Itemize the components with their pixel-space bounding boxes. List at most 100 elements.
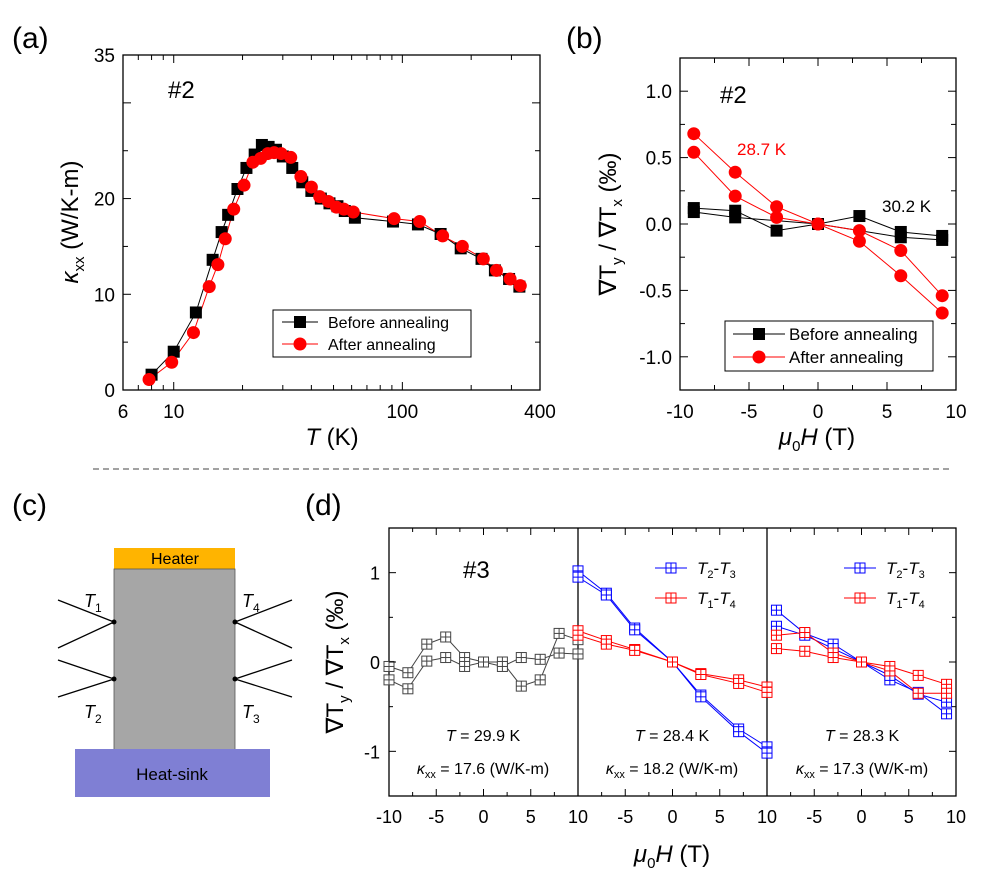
data-point [894,269,908,283]
data-point [935,289,949,303]
data-point [852,234,866,248]
legend-t2-t3: T2-T3 [697,559,736,581]
data-point [534,653,546,665]
data-point [761,747,773,759]
legend-label-before: Before annealing [789,325,918,344]
data-point [206,253,219,266]
data-point [799,645,811,657]
panel-label-a: (a) [12,22,49,55]
data-point [941,708,953,720]
data-point [695,691,707,703]
data-point [553,647,565,659]
x-tick-label: 5 [882,402,893,423]
panel-label-d: (d) [305,489,342,522]
chart-a-y-axis-label: κxx (W/K-m) [57,161,88,284]
data-point [936,233,949,246]
legend-marker-after [293,337,307,351]
x-tick-label: -5 [806,807,822,827]
data-point [294,170,308,184]
data-point [770,604,782,616]
x-tick-label: 5 [904,807,914,827]
data-point [476,252,490,266]
data-point [941,687,953,699]
data-point [440,652,452,664]
x-tick-label: 10 [945,402,966,423]
data-point [515,652,527,664]
data-point [387,212,401,226]
data-point [211,258,225,272]
legend-marker-before [753,328,765,340]
data-point [455,239,469,253]
legend-t1-t4: T1-T4 [886,589,925,611]
data-point [413,215,427,229]
data-point [811,217,825,231]
panel-label-c: (c) [12,489,47,522]
legend-t1-t4: T1-T4 [697,589,736,611]
x-tick-label: 10 [757,807,777,827]
chart-d-y-axis-label: ∇Ty / ∇Tx (‰) [322,590,353,734]
chart-a-sample-label: #2 [168,77,195,104]
y-tick-label: 1 [370,564,380,584]
chart-b-y-axis-label: ∇Ty / ∇Tx (‰) [595,152,626,296]
x-tick-label: 0 [667,807,677,827]
data-point [853,210,866,223]
data-point [383,674,395,686]
data-point [421,655,433,667]
data-point [884,665,896,677]
x-tick-label: 0 [813,402,824,423]
data-point [667,656,678,668]
label-t1: T1 [84,591,102,615]
x-tick-label: -5 [741,402,758,423]
chart-b-sample-label: #2 [720,82,747,109]
data-point [687,145,701,159]
data-point [237,178,251,192]
data-point [489,263,503,277]
x-tick-label: 5 [715,807,725,827]
data-point [218,232,232,246]
data-point [402,667,414,679]
heatsink-label: Heat-sink [136,765,208,784]
sample-bar [113,568,236,751]
chart-b-annotation-black: 30.2 K [882,197,932,216]
data-point [894,244,908,258]
data-point [553,627,565,639]
data-point [728,189,742,203]
chart-d-x-axis-label: μ0H (T) [633,841,710,872]
data-point [941,678,953,690]
thermocouple-t2 [57,659,117,698]
x-tick-label: 0 [478,807,488,827]
x-tick-label: -5 [428,807,444,827]
x-tick-label: 6 [118,402,129,423]
data-point [513,279,527,293]
legend-label-after: After annealing [328,337,436,354]
y-tick-label: 0 [104,381,115,402]
chart-b-legend: Before annealing After annealing [724,320,934,372]
data-point [165,355,179,369]
data-point [761,686,773,698]
data-point [799,627,811,639]
thermocouple-t4 [232,599,293,649]
data-point [852,224,866,238]
data-point [733,726,745,738]
thermocouple-t3 [232,659,293,698]
legend-label-before: Before annealing [328,315,449,332]
chart-a-x-axis-label: T (K) [305,424,358,451]
y-tick-label: 1.0 [646,82,672,103]
data-point [729,211,742,224]
heatsink-block [75,749,270,797]
data-point [600,589,612,601]
y-tick-label: 35 [94,46,115,67]
x-tick-label: -10 [666,402,693,423]
y-tick-label: 0.5 [646,149,672,170]
label-t2: T2 [84,702,102,726]
data-point [912,669,924,681]
data-point [827,652,839,664]
label-t4: T4 [242,591,260,615]
data-point [770,210,784,224]
data-point [142,372,156,386]
chart-b-x-axis-label: μ0H (T) [778,424,855,455]
x-tick-label: -10 [376,807,402,827]
